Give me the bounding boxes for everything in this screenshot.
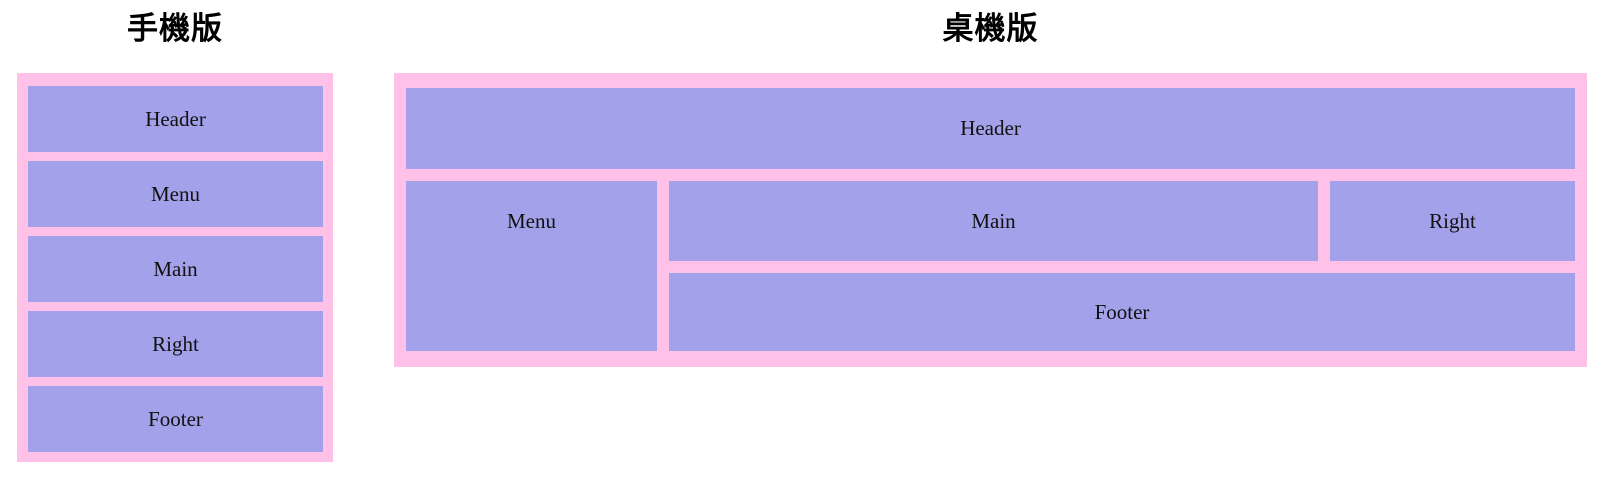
mobile-header-label: Header (145, 106, 206, 131)
mobile-main-block: Main (28, 236, 323, 302)
desktop-right-block: Right (1330, 181, 1575, 261)
desktop-layout-frame: Header Menu Main Right Footer (394, 73, 1587, 367)
desktop-footer-label: Footer (1094, 299, 1150, 324)
mobile-menu-block: Menu (28, 161, 323, 227)
mobile-footer-label: Footer (148, 406, 203, 431)
mobile-right-label: Right (152, 331, 199, 356)
desktop-menu-block: Menu (406, 181, 657, 351)
desktop-panel-title: 桌機版 (942, 10, 1039, 46)
desktop-header-label: Header (960, 116, 1021, 140)
desktop-footer-block: Footer (669, 273, 1575, 351)
mobile-layout-frame: Header Menu Main Right Footer (17, 73, 333, 462)
mobile-footer-block: Footer (28, 386, 323, 452)
desktop-header-block: Header (406, 88, 1575, 169)
mobile-menu-label: Menu (151, 181, 200, 206)
desktop-menu-label: Menu (507, 209, 556, 233)
mobile-panel-title: 手機版 (127, 10, 223, 46)
desktop-main-block: Main (669, 181, 1318, 261)
desktop-right-label: Right (1429, 208, 1476, 233)
desktop-main-label: Main (971, 208, 1016, 233)
mobile-header-block: Header (28, 86, 323, 152)
mobile-main-label: Main (153, 256, 198, 281)
mobile-right-block: Right (28, 311, 323, 377)
